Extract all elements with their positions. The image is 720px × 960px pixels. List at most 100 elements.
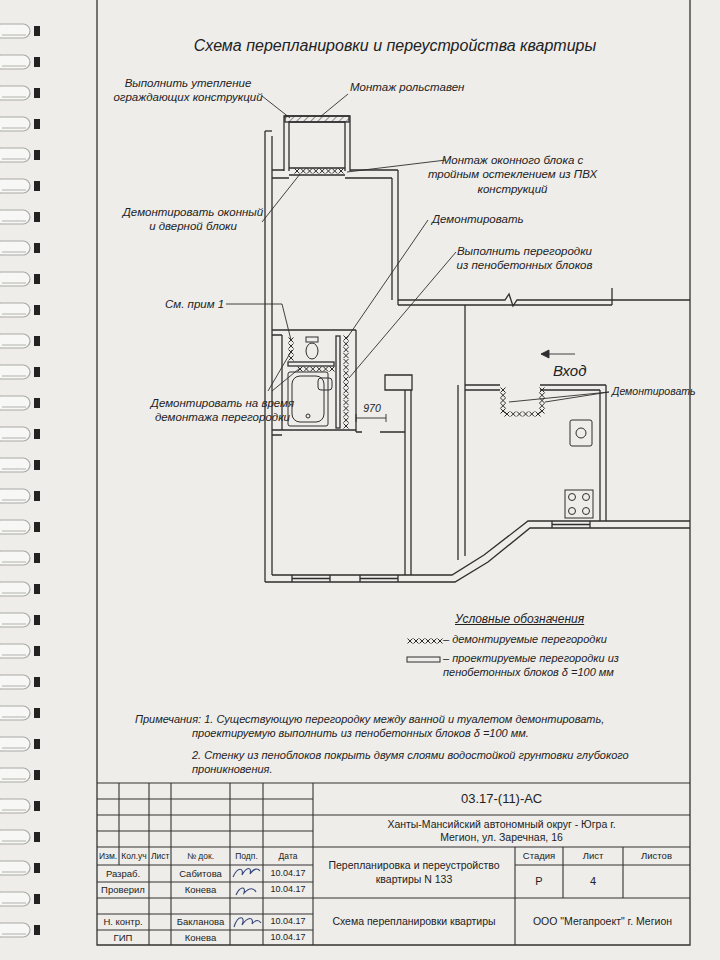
binding-ring [0, 241, 40, 255]
binding-ring [0, 458, 40, 472]
sheet-frame [97, 0, 690, 945]
title-block-cell: Лист [563, 847, 623, 865]
callout-note: Выполнить утепление ограждающих конструк… [108, 76, 268, 105]
title-block-text: Н. контр. [103, 916, 142, 928]
title-block-text: Лист [583, 850, 604, 862]
binding-ring [0, 86, 40, 100]
title-block-cell: Р [515, 865, 563, 898]
binding-ring [0, 489, 40, 503]
binding-ring [0, 520, 40, 534]
title-block-cell: Листов [623, 847, 690, 865]
dimension: 970 [356, 402, 388, 415]
title-block-cell: Кол.уч [119, 847, 149, 865]
label-wrap: Демонтировать [612, 385, 689, 398]
label-wrap: Монтаж рольставен [350, 80, 470, 94]
binding-ring [0, 892, 40, 906]
x-mark-row [540, 388, 545, 414]
title-block-text: ООО "Мегапроект" г. Мегион [533, 915, 672, 928]
entrance-label: Вход [553, 362, 613, 381]
title-block-cell: 03.17-(11)-АС [313, 783, 690, 815]
binding-ring [0, 830, 40, 844]
binding-ring [0, 551, 40, 565]
title-block-cell: Перепланировка и переустройство квартиры… [313, 847, 515, 898]
title-block-cell: 10.04.17 [263, 914, 313, 930]
legend-partition-sample [407, 657, 440, 662]
legend-heading: Условные обозначения [455, 612, 655, 627]
title-block-text: Схема перепланировки квартиры [332, 915, 495, 928]
binding-ring [0, 768, 40, 782]
x-mark-row [295, 169, 344, 174]
binding-ring [0, 303, 40, 317]
title-block-text: 10.04.17 [270, 932, 305, 943]
title-block-text: Лист [151, 851, 169, 862]
label-wrap: Демонтировать [432, 212, 532, 226]
title-block-text: Бакланова [177, 916, 224, 928]
legend-text: – проектируемые перегородки из пенобетон… [443, 652, 679, 680]
legend-entry: – проектируемые перегородки из пенобетон… [443, 652, 679, 680]
title-block-text: Перепланировка и переустройство квартиры… [315, 859, 513, 885]
title-block-cell: Бакланова [171, 914, 230, 930]
title-block-text: Р [535, 875, 542, 889]
callout-note: Выполнить перегородки из пенобетонных бл… [452, 244, 597, 273]
title-block-text: Подп. [235, 851, 258, 862]
title-block-cell: Стадия [515, 847, 563, 865]
title-block-text: Изм. [99, 851, 117, 862]
callout-note: См. прим 1 [165, 297, 225, 311]
title-block-cell: Конева [171, 930, 230, 945]
binding-ring [0, 148, 40, 162]
label-wrap: 970 [356, 402, 388, 415]
title-block-cell: № док. [171, 847, 230, 865]
callout-note: Монтаж рольставен [350, 80, 470, 94]
title-block-cell: ГИП [97, 930, 149, 945]
title-block-cell: Подп. [230, 847, 263, 865]
title-block-cell: Дата [263, 847, 313, 865]
x-mark-row [298, 367, 335, 372]
title-block-cell: 10.04.17 [263, 930, 313, 945]
title-block-text: 10.04.17 [270, 868, 305, 879]
binding-ring [0, 675, 40, 689]
binding-ring [0, 861, 40, 875]
binding-ring [0, 799, 40, 813]
note: 2. Стенку из пеноблоков покрыть двумя сл… [192, 749, 672, 777]
title-wrap: Схема перепланировки и переустройства кв… [110, 36, 680, 56]
title-block-cell: Разраб. [97, 865, 149, 882]
label-wrap: Демонтировать на время демонтажа перегор… [150, 396, 295, 425]
title-block-grid [97, 783, 690, 945]
title-block-text: Проверил [101, 884, 145, 896]
x-mark-row [505, 412, 541, 417]
label-wrap: Вход [553, 362, 613, 381]
x-mark-row [501, 388, 506, 414]
title-block-cell: Ханты-Мансийский автономный округ - Югра… [313, 815, 690, 847]
title-block-text: № док. [187, 851, 214, 862]
title-block-cell: Лист [149, 847, 171, 865]
title-block-text: Ханты-Мансийский автономный округ - Югра… [382, 818, 622, 844]
x-mark-row [289, 338, 294, 361]
plumbing-fixtures [288, 337, 593, 518]
signatures [233, 869, 261, 928]
title-block-cell: Н. контр. [97, 914, 149, 930]
x-mark-row [344, 336, 349, 429]
label-wrap: Выполнить утепление ограждающих конструк… [108, 76, 268, 105]
title-block-cell: 10.04.17 [263, 865, 313, 882]
title-block-text: Конева [185, 884, 217, 896]
binding-ring [0, 179, 40, 193]
spiral-binding [0, 24, 40, 937]
plan-walls [265, 116, 690, 582]
title-block-cell: Конева [171, 882, 230, 898]
binding-ring [0, 117, 40, 131]
callout-note: Демонтировать оконный и дверной блоки [118, 205, 268, 234]
label-wrap: Выполнить перегородки из пенобетонных бл… [452, 244, 597, 273]
title-block-text: 10.04.17 [270, 916, 305, 927]
leader-lines [226, 94, 609, 422]
title-block-cell: 10.04.17 [263, 882, 313, 898]
label-wrap: Условные обозначения [455, 612, 655, 627]
binding-ring [0, 582, 40, 596]
title-block-cell: Схема перепланировки квартиры [313, 898, 515, 945]
x-mark-row [408, 639, 443, 644]
title-block-text: Кол.уч [121, 851, 147, 862]
binding-ring [0, 210, 40, 224]
demolished-partitions [289, 169, 545, 644]
callout-note: Демонтировать [612, 385, 689, 398]
title-block-cell: ООО "Мегапроект" г. Мегион [515, 898, 690, 945]
note: Примечания: 1. Существующую перегородку … [135, 713, 665, 741]
